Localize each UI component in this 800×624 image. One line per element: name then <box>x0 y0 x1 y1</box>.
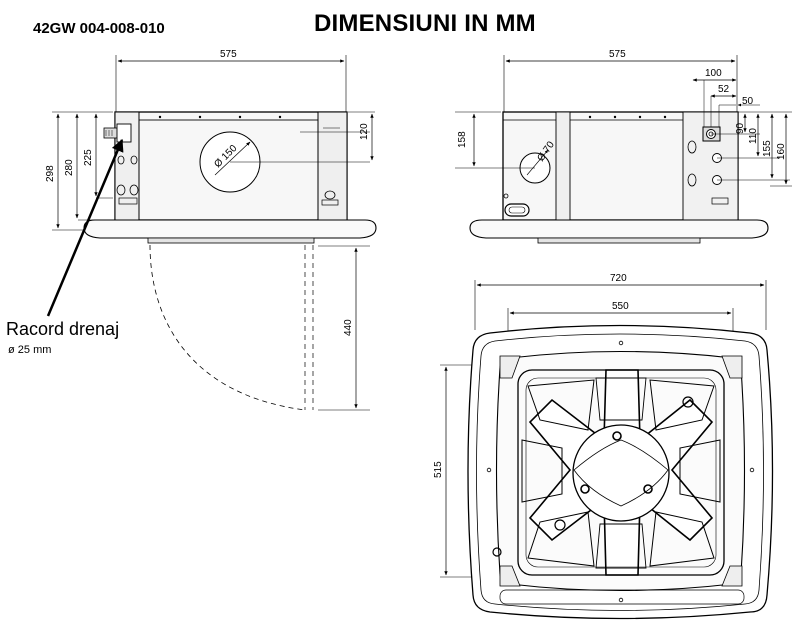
side-width-label: 575 <box>609 49 626 60</box>
drain-diameter: ø 25 mm <box>8 344 52 356</box>
plan-width-label: 720 <box>610 273 627 284</box>
side-dim-90: 90 <box>735 122 746 134</box>
drawing-title: DIMENSIUNI IN MM <box>314 10 536 37</box>
plan-inner-width-label: 550 <box>612 301 629 312</box>
front-dim-120: 120 <box>359 123 370 140</box>
drain-label: Racord drenaj <box>6 319 120 339</box>
side-dim-100: 100 <box>705 68 722 79</box>
model-number: 42GW 004-008-010 <box>33 20 165 37</box>
front-dim-440: 440 <box>343 319 354 336</box>
side-dim-158: 158 <box>457 131 468 148</box>
front-width-label: 575 <box>220 49 237 60</box>
side-dim-155: 155 <box>762 140 773 157</box>
front-view <box>46 55 377 411</box>
side-dim-160: 160 <box>776 143 787 160</box>
side-dim-50: 50 <box>742 96 754 107</box>
side-dim-52: 52 <box>718 84 730 95</box>
plan-depth-label: 515 <box>433 461 444 478</box>
plan-view <box>440 280 774 620</box>
side-dim-110: 110 <box>748 128 759 144</box>
front-dim-225: 225 <box>83 149 94 166</box>
front-dim-298: 298 <box>45 165 56 182</box>
side-view <box>455 55 792 244</box>
front-dim-280: 280 <box>64 159 75 176</box>
